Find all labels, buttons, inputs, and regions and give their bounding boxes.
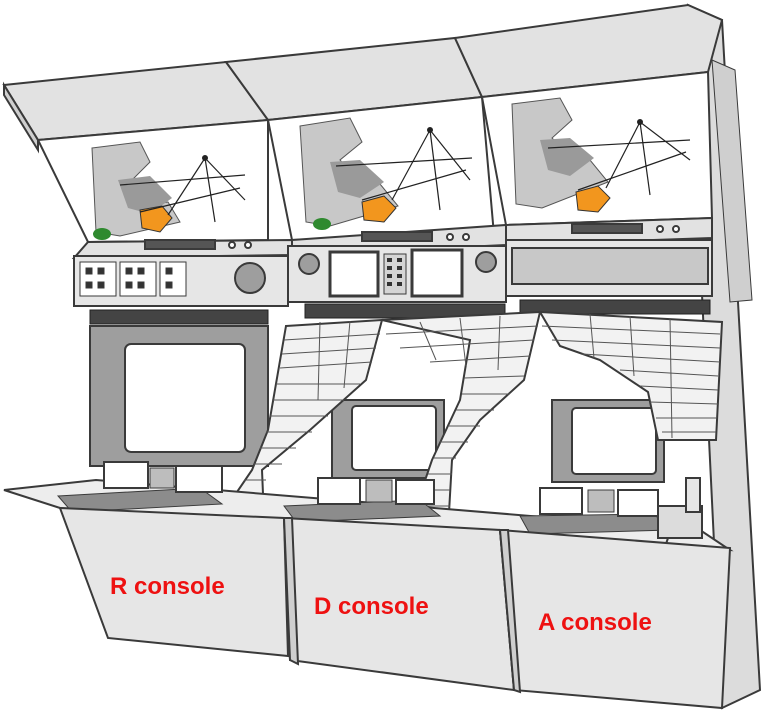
telephone-icon [657,477,703,551]
header-beams [2,3,724,154]
r-console-label: R console [110,573,225,600]
right-wall-inner [711,59,753,303]
d-small-monitor-right [410,248,464,298]
panel-dark-strips [89,299,711,325]
radar-screen-center [266,95,496,242]
r-speaker-icon [234,262,266,294]
r-keyboard [56,461,224,513]
lower-cabinets [58,506,732,710]
a-keyboard [519,487,672,535]
d-monitor-screen [351,405,437,471]
radar-screen-left [36,118,269,244]
d-speaker-right-icon [475,251,497,273]
r-monitor-screen [124,343,246,453]
a-monitor-screen [571,407,657,475]
a-console-label: A console [538,609,652,636]
d-small-monitor-left [328,250,380,298]
d-keypad-keys [387,258,402,286]
r-switch-panels [79,261,187,297]
d-keyboard [283,477,442,523]
d-speaker-left-icon [298,253,320,275]
strip-board-right [538,310,724,441]
d-console-label: D console [314,593,429,620]
a-display-bar [511,247,709,285]
radar-screen-right [480,70,714,227]
